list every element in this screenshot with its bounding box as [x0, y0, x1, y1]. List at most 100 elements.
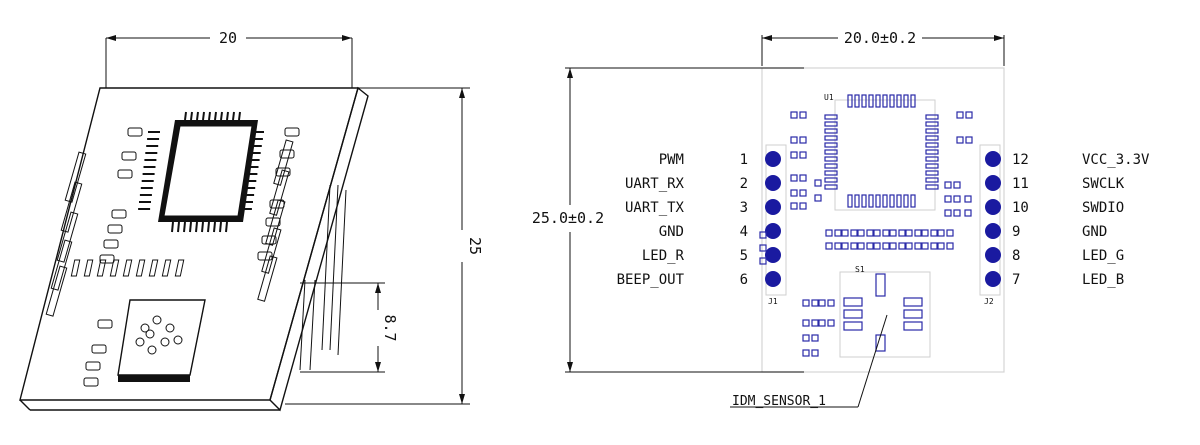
chip-leg	[214, 111, 217, 121]
passive-component	[85, 361, 101, 371]
u1-pad	[882, 194, 888, 208]
smd-pad	[921, 242, 929, 250]
passive-component	[111, 209, 127, 219]
pin-1-name: PWM	[659, 152, 684, 168]
pin-2-name: UART_RX	[625, 176, 685, 192]
u1-pad	[824, 142, 838, 148]
smd-pad	[790, 111, 798, 119]
u1-pad	[854, 194, 860, 208]
height-label: 25	[466, 237, 484, 255]
u1-pad	[824, 121, 838, 127]
smd-pad	[873, 242, 881, 250]
pin-10-number: 10	[1012, 200, 1029, 216]
chip-leg	[232, 111, 235, 121]
smd-pad	[802, 334, 810, 342]
u1-pad	[896, 94, 902, 108]
chip-leg	[220, 111, 223, 121]
passive-component	[284, 127, 300, 137]
pcb-outline	[761, 67, 1005, 373]
smd-pad	[956, 136, 964, 144]
smd-pad	[814, 179, 822, 187]
smd-pad	[827, 319, 835, 327]
chip-leg	[207, 221, 210, 233]
smd-pad	[827, 299, 835, 307]
u1-pad	[824, 184, 838, 190]
u1-pad	[925, 156, 939, 162]
passive-component	[117, 169, 133, 179]
u1-pad	[824, 135, 838, 141]
u1-pad	[903, 94, 909, 108]
pin-9-number: 9	[1012, 224, 1020, 240]
passive-component	[121, 151, 137, 161]
depth-dimension: 8.7	[300, 282, 399, 373]
header-pin-dots	[765, 151, 1001, 287]
pin-7-name: LED_B	[1082, 272, 1124, 288]
pin-3-pad	[765, 199, 781, 215]
u1-pad	[875, 94, 881, 108]
u1-pad	[896, 194, 902, 208]
smd-pad	[802, 299, 810, 307]
smd-pad	[930, 242, 938, 250]
chip-leg	[225, 221, 228, 233]
u1-pad	[925, 114, 939, 120]
smd-pad	[790, 151, 798, 159]
u1-pad	[861, 94, 867, 108]
pin-6-pad	[765, 271, 781, 287]
passive-component	[97, 319, 113, 329]
pin-1-pad	[765, 151, 781, 167]
pin-11-pad	[985, 175, 1001, 191]
depth-label: 8.7	[381, 314, 399, 341]
smd-pad	[811, 299, 819, 307]
smd-pad	[790, 189, 798, 197]
passive-component	[279, 149, 295, 159]
passive-component	[107, 224, 123, 234]
u1-pad	[925, 170, 939, 176]
smd-pad	[799, 202, 807, 210]
pin-8-name: LED_G	[1082, 248, 1124, 264]
pin-12-number: 12	[1012, 152, 1029, 168]
u1-pad	[925, 184, 939, 190]
resistor	[122, 259, 133, 277]
chip-leg	[195, 221, 198, 233]
passive-components	[70, 127, 300, 387]
u1-pad	[847, 194, 853, 208]
right-header-pins	[257, 139, 347, 371]
pin-2-pad	[765, 175, 781, 191]
passive-component	[265, 217, 281, 227]
chip-leg	[219, 221, 222, 233]
pin-3-name: UART_TX	[625, 200, 685, 216]
smd-pad	[759, 257, 767, 265]
smd-pad	[937, 229, 945, 237]
u1-label: U1	[824, 93, 834, 102]
u1-pad	[824, 177, 838, 183]
smd-pad	[905, 242, 913, 250]
pin-3-number: 3	[740, 200, 748, 216]
right-pin-labels: 12 11 10 9 8 7 VCC_3.3V SWCLK SWDIO GND …	[1012, 152, 1150, 288]
chip-leg	[202, 111, 205, 121]
smd-pad	[802, 349, 810, 357]
pcb-width-dimension: 20.0±0.2	[761, 29, 1005, 66]
u1-pad	[824, 156, 838, 162]
u1-pad	[925, 177, 939, 183]
u1-pad	[824, 170, 838, 176]
u1-pad	[824, 149, 838, 155]
pin-5-name: LED_R	[642, 248, 685, 264]
smd-pad	[811, 319, 819, 327]
pcb-width-label: 20.0±0.2	[844, 29, 916, 47]
pin-9-pad	[985, 223, 1001, 239]
smd-pad	[790, 136, 798, 144]
chip-leg	[189, 221, 192, 233]
smd-pad	[944, 195, 952, 203]
chip-leg	[177, 221, 180, 233]
smd-pad	[898, 229, 906, 237]
smd-pad	[866, 229, 874, 237]
smd-pad	[759, 244, 767, 252]
smd-pad	[882, 229, 890, 237]
u1-pad	[925, 128, 939, 134]
u1-pad	[824, 114, 838, 120]
s1-footprint: S1	[839, 265, 931, 358]
pin-12-name: VCC_3.3V	[1082, 152, 1150, 168]
smd-pad	[814, 194, 822, 202]
u1-pad	[925, 142, 939, 148]
